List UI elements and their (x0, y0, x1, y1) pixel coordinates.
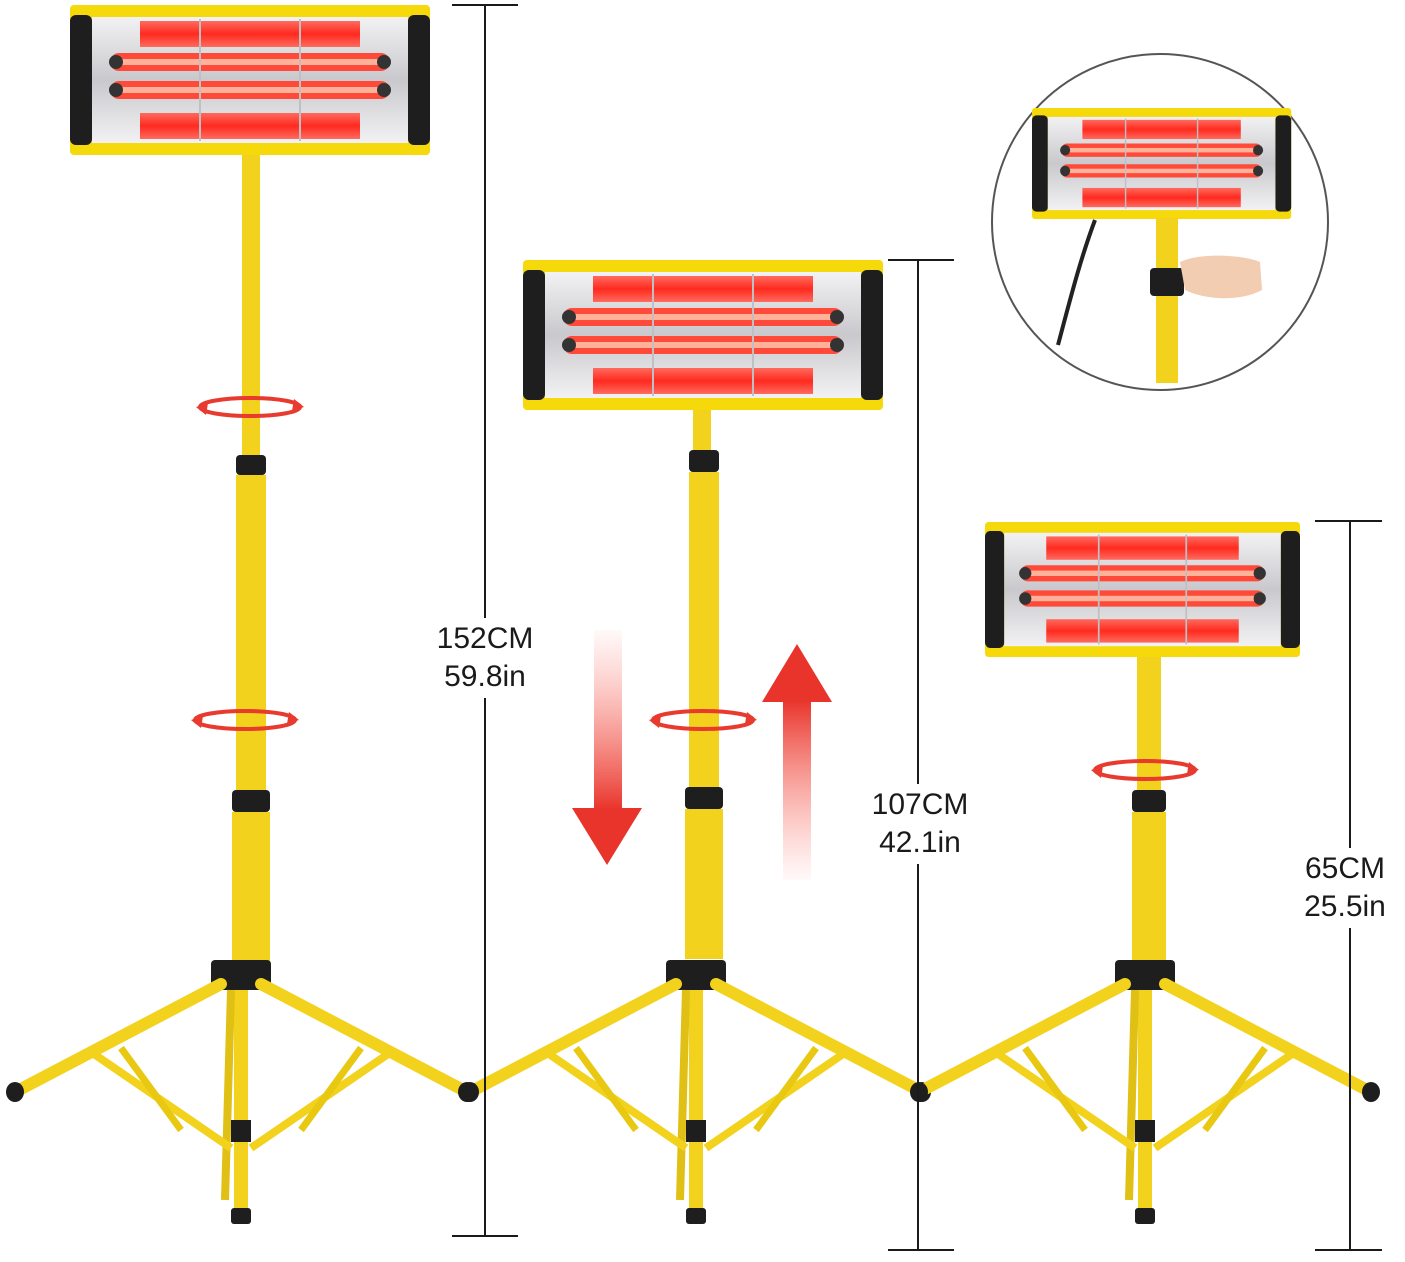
arrow-down-icon (572, 630, 642, 865)
height-metric: 107CM (871, 788, 969, 821)
height-imperial: 42.1in (879, 826, 961, 859)
height-imperial: 59.8in (444, 660, 526, 693)
height-metric: 152CM (436, 622, 534, 655)
dimension-label-tall: 152CM 59.8in (420, 618, 550, 698)
heater-tall (6, 4, 476, 1224)
arrow-up-icon (762, 644, 832, 880)
height-metric: 65CM (1304, 852, 1386, 885)
dimension-label-mid: 107CM 42.1in (855, 784, 985, 864)
detail-inset (991, 53, 1329, 391)
dimension-line-mid (888, 259, 954, 1251)
heater-short (910, 521, 1380, 1224)
dimension-label-short: 65CM 25.5in (1290, 848, 1400, 928)
heater-mid (461, 259, 931, 1224)
height-imperial: 25.5in (1304, 890, 1386, 923)
